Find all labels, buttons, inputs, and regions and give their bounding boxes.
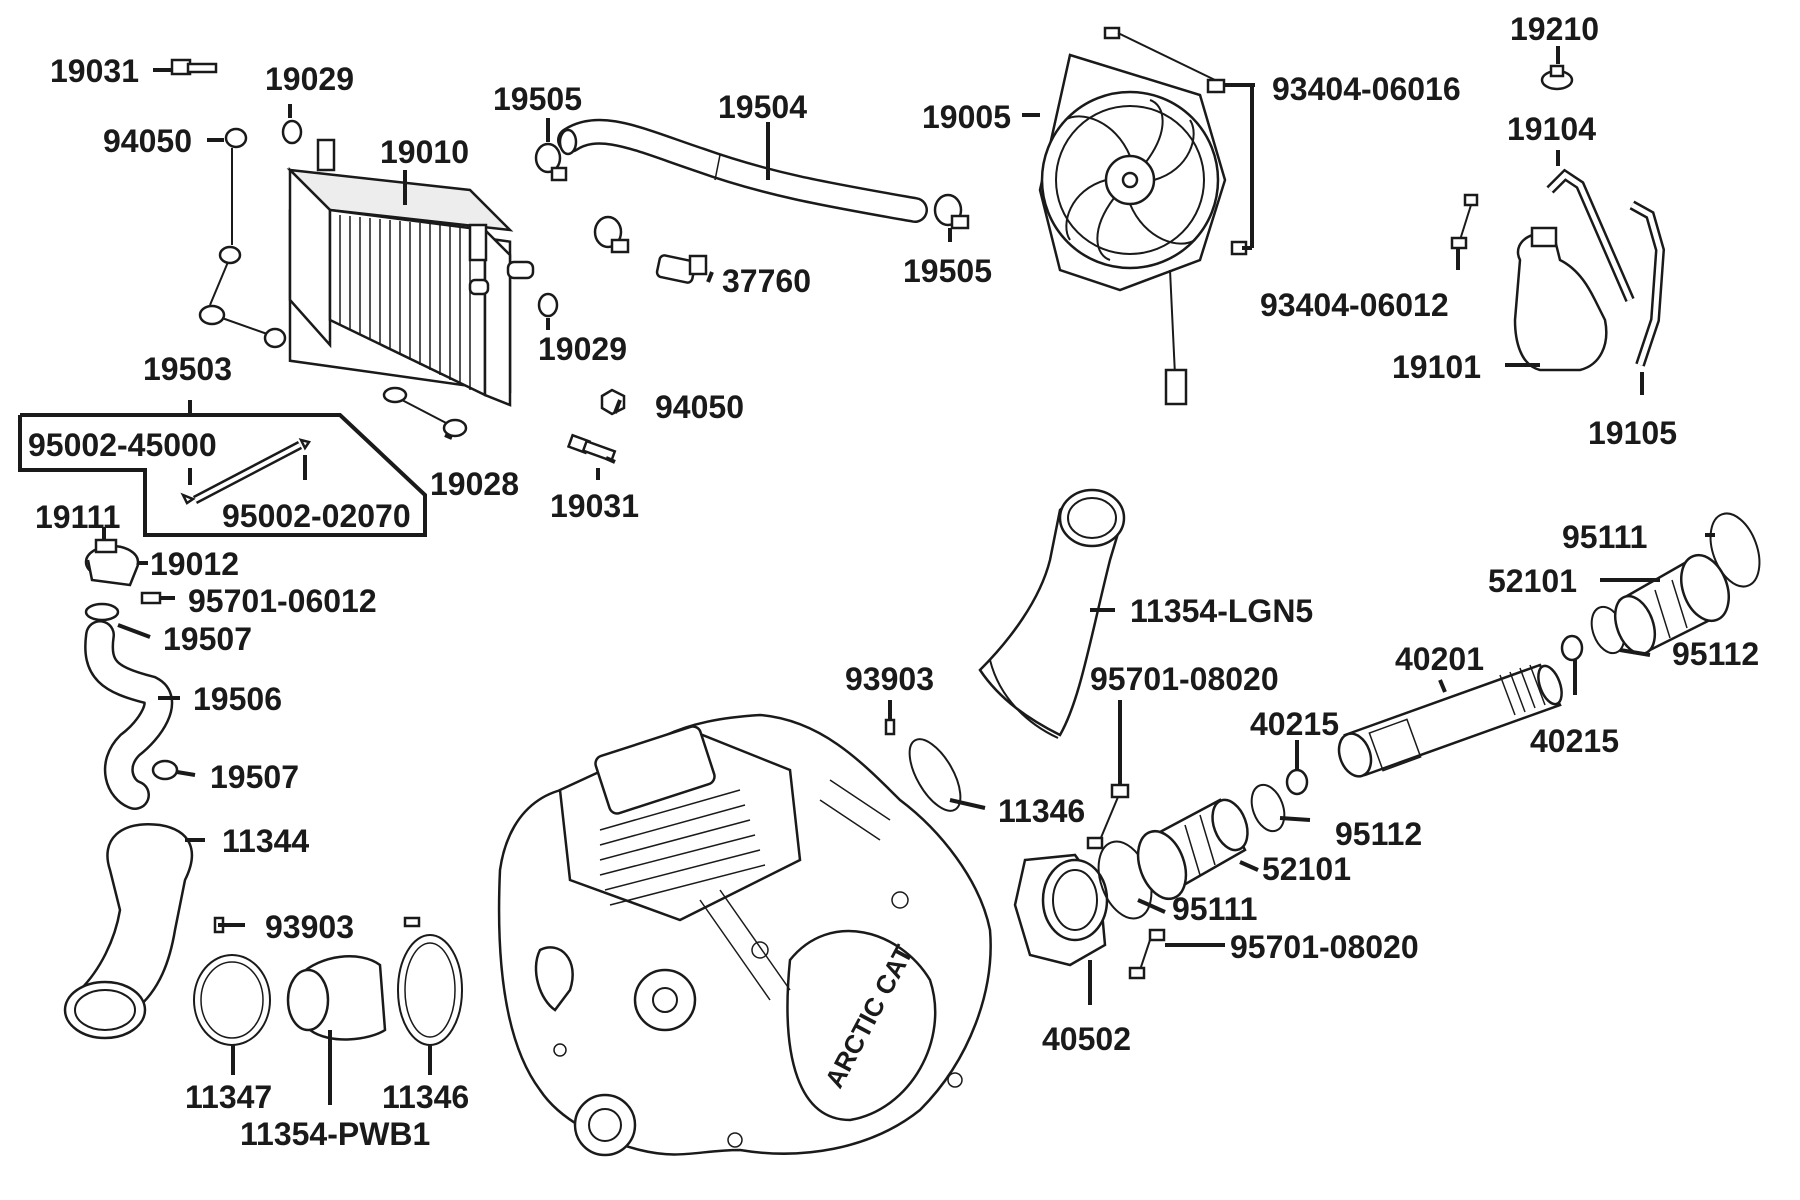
bolt-19031-top xyxy=(170,58,218,76)
label-40201: 40201 xyxy=(1395,641,1484,677)
label-11347: 11347 xyxy=(185,1079,272,1115)
label-19029-mid: 19029 xyxy=(538,331,627,367)
clamp-11346-mid xyxy=(908,738,962,812)
cap-19210 xyxy=(1540,64,1574,91)
label-19210: 19210 xyxy=(1510,11,1599,47)
bracket-19028 xyxy=(382,386,468,438)
nut-94050-top xyxy=(224,127,248,149)
fan-19005 xyxy=(1038,53,1227,406)
label-11344: 11344 xyxy=(222,823,309,859)
duct-11344 xyxy=(63,822,194,1040)
callout-box-19503 xyxy=(18,413,427,537)
clamp-11346-left xyxy=(397,934,463,1046)
label-19028: 19028 xyxy=(430,466,519,502)
label-11354-pwb1: 11354-PWB1 xyxy=(240,1116,430,1152)
engine-assembly: ARCTIC CAT xyxy=(497,713,992,1157)
label-11354-lgn5: 11354-LGN5 xyxy=(1130,593,1313,629)
label-94050-top: 94050 xyxy=(103,123,192,159)
label-93404-06012: 93404-06012 xyxy=(1260,287,1449,323)
label-19031-mid: 19031 xyxy=(550,488,639,524)
label-40215-mid: 40215 xyxy=(1250,706,1339,742)
bolt-95701-06012 xyxy=(140,591,162,605)
label-19031-top: 19031 xyxy=(50,53,139,89)
label-40215-right: 40215 xyxy=(1530,723,1619,759)
label-11346-mid: 11346 xyxy=(998,793,1085,829)
label-37760: 37760 xyxy=(722,263,811,299)
boot-11354-pwb1 xyxy=(286,955,387,1041)
label-19506: 19506 xyxy=(193,681,282,717)
plug-40215-right xyxy=(1560,634,1584,662)
label-40502: 40502 xyxy=(1042,1021,1131,1057)
label-19505-left: 19505 xyxy=(493,81,582,117)
label-94050-mid: 94050 xyxy=(655,389,744,425)
bolt-95701-08020-top xyxy=(1086,783,1130,850)
label-95112-right: 95112 xyxy=(1672,636,1759,672)
grommet-19029-mid xyxy=(537,292,559,318)
label-19507-top: 19507 xyxy=(163,621,252,657)
screw-93903-mid xyxy=(884,718,896,736)
bracket-rod xyxy=(198,148,287,349)
label-52101-mid: 52101 xyxy=(1262,851,1351,887)
label-19504: 19504 xyxy=(718,89,807,125)
label-19010: 19010 xyxy=(380,134,469,170)
reservoir-19101 xyxy=(1513,226,1608,372)
thermostat-19012 xyxy=(84,538,140,587)
hose-19504 xyxy=(557,118,928,223)
label-93903-mid: 93903 xyxy=(845,661,934,697)
clamp-11347 xyxy=(193,954,271,1046)
label-95111-top: 95111 xyxy=(1562,519,1647,555)
label-93404-06016: 93404-06016 xyxy=(1272,71,1461,107)
clamp-19505-right xyxy=(933,193,970,230)
part-labels: 19031 19029 94050 19010 19505 19504 1950… xyxy=(28,11,1759,1152)
clamp-19507-top xyxy=(84,602,120,622)
clamp-19505-mid xyxy=(593,215,630,254)
hose-19104 xyxy=(1546,168,1635,302)
label-95002-02070: 95002-02070 xyxy=(222,498,411,534)
label-95701-08020-bot: 95701-08020 xyxy=(1230,929,1419,965)
label-19101: 19101 xyxy=(1392,349,1481,385)
bolt-19031-mid xyxy=(566,433,617,463)
clip-95002-45000 xyxy=(180,492,196,505)
label-95112-mid: 95112 xyxy=(1335,816,1422,852)
radiator-19010 xyxy=(286,138,535,407)
label-11346-left: 11346 xyxy=(382,1079,469,1115)
label-19505-right: 19505 xyxy=(903,253,992,289)
hose-19506 xyxy=(84,620,174,810)
label-19503: 19503 xyxy=(143,351,232,387)
label-19005: 19005 xyxy=(922,99,1011,135)
boot-52101-mid xyxy=(1136,798,1249,900)
boot-52101-top xyxy=(1613,553,1730,656)
bolt-93404-06012 xyxy=(1450,193,1479,250)
label-19105: 19105 xyxy=(1588,415,1677,451)
duct-11354-lgn5 xyxy=(978,488,1126,739)
plug-40215-mid xyxy=(1285,768,1309,796)
label-19012: 19012 xyxy=(150,546,239,582)
housing-40502 xyxy=(1013,853,1109,967)
label-95002-45000: 95002-45000 xyxy=(28,427,217,463)
label-19104: 19104 xyxy=(1507,111,1596,147)
grommet-19029-top xyxy=(281,119,303,145)
shaft-40201 xyxy=(1337,663,1563,778)
clamp-19507-bot xyxy=(151,759,179,781)
clamp-19505-left xyxy=(534,142,568,182)
sensor-37760 xyxy=(655,254,708,284)
leader-lines xyxy=(102,46,1715,1105)
screw-93903-left-b xyxy=(403,916,421,928)
hose-19105 xyxy=(1629,200,1666,367)
label-95111-mid: 95111 xyxy=(1172,891,1257,927)
label-52101-top: 52101 xyxy=(1488,563,1577,599)
bolt-95701-08020-bot xyxy=(1128,928,1166,980)
label-19029-top: 19029 xyxy=(265,61,354,97)
label-19111: 19111 xyxy=(35,499,120,535)
label-95701-06012: 95701-06012 xyxy=(188,583,377,619)
label-95701-08020-top: 95701-08020 xyxy=(1090,661,1279,697)
label-19507-bot: 19507 xyxy=(210,759,299,795)
bolt-93404-06016-top xyxy=(1103,26,1226,94)
clamp-95112-mid xyxy=(1250,783,1286,833)
clamp-95111-top xyxy=(1709,512,1761,588)
label-93903-left: 93903 xyxy=(265,909,354,945)
